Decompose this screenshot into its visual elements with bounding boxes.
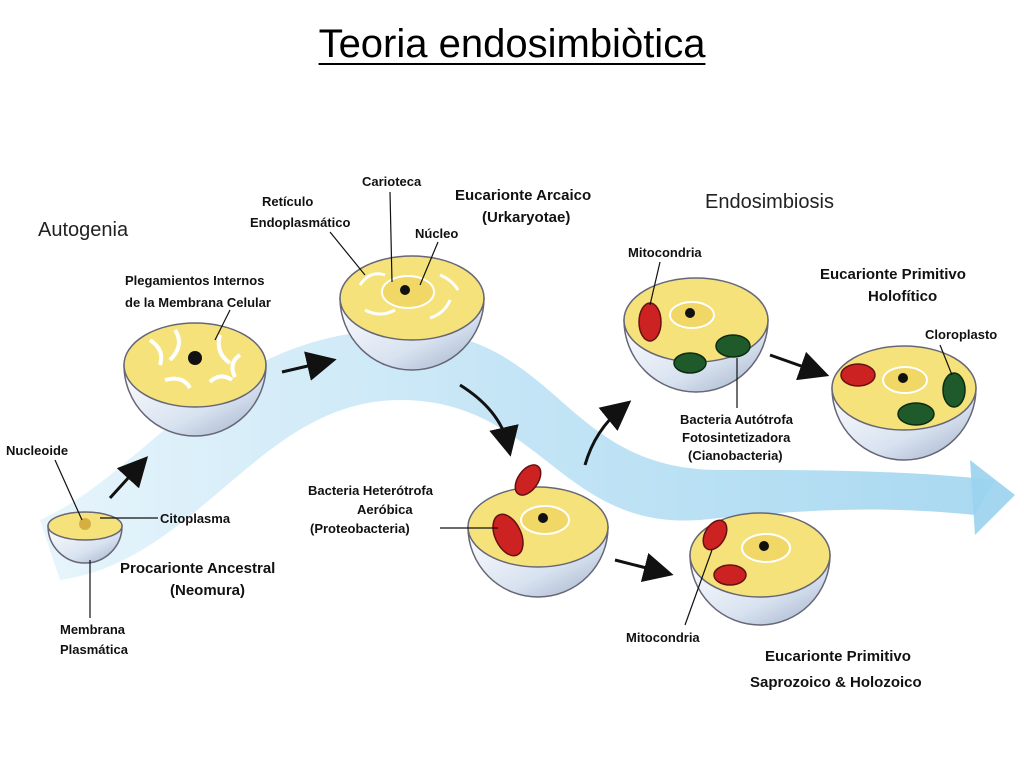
cell-saprozoico bbox=[689, 512, 831, 626]
endosimbiosis-heading: Endosimbiosis bbox=[705, 191, 834, 213]
cell-bacteria-heterotrofa bbox=[467, 464, 609, 598]
heterotrofa-label-2: Aeróbica bbox=[357, 502, 413, 517]
holofitico-label-2: Holofítico bbox=[868, 288, 937, 305]
carioteca-label: Carioteca bbox=[362, 174, 422, 189]
cell-plegamientos bbox=[123, 322, 267, 437]
autotrofa-label-2: Fotosintetizadora bbox=[682, 430, 791, 445]
nucleo-label: Núcleo bbox=[415, 226, 458, 241]
cell-cianobacteria bbox=[623, 277, 769, 393]
membrana-label-1: Membrana bbox=[60, 622, 126, 637]
arcaico-label-2: (Urkaryotae) bbox=[482, 209, 570, 226]
citoplasma-label: Citoplasma bbox=[160, 511, 231, 526]
cell-procarionte bbox=[47, 511, 123, 564]
procarionte-label-2: (Neomura) bbox=[170, 582, 245, 599]
flow-band bbox=[40, 330, 995, 580]
cloroplasto-label: Cloroplasto bbox=[925, 327, 997, 342]
autotrofa-label-3: (Cianobacteria) bbox=[688, 448, 783, 463]
cell-holofitico bbox=[831, 345, 977, 461]
mitocondria-top-label: Mitocondria bbox=[628, 245, 702, 260]
reticulo-label-1: Retículo bbox=[262, 194, 313, 209]
plegamientos-label-2: de la Membrana Celular bbox=[125, 295, 271, 310]
nucleoide-label: Nucleoide bbox=[6, 443, 68, 458]
saprozoico-label-1: Eucarionte Primitivo bbox=[765, 648, 911, 665]
flow-band-arrow bbox=[970, 460, 1015, 535]
heterotrofa-label-1: Bacteria Heterótrofa bbox=[308, 483, 434, 498]
mitocondria-bottom-label: Mitocondria bbox=[626, 630, 700, 645]
membrana-label-2: Plasmática bbox=[60, 642, 129, 657]
autogenia-heading: Autogenia bbox=[38, 219, 129, 241]
holofitico-label-1: Eucarionte Primitivo bbox=[820, 266, 966, 283]
saprozoico-label-2: Saprozoico & Holozoico bbox=[750, 674, 922, 691]
autotrofa-label-1: Bacteria Autótrofa bbox=[680, 412, 794, 427]
arcaico-label-1: Eucarionte Arcaico bbox=[455, 187, 591, 204]
cell-eucarionte-arcaico bbox=[339, 255, 485, 371]
reticulo-label-2: Endoplasmático bbox=[250, 215, 350, 230]
heterotrofa-label-3: (Proteobacteria) bbox=[310, 521, 410, 536]
plegamientos-label-1: Plegamientos Internos bbox=[125, 273, 264, 288]
procarionte-label-1: Procarionte Ancestral bbox=[120, 560, 275, 577]
page-title: Teoria endosimbiòtica bbox=[318, 22, 706, 66]
